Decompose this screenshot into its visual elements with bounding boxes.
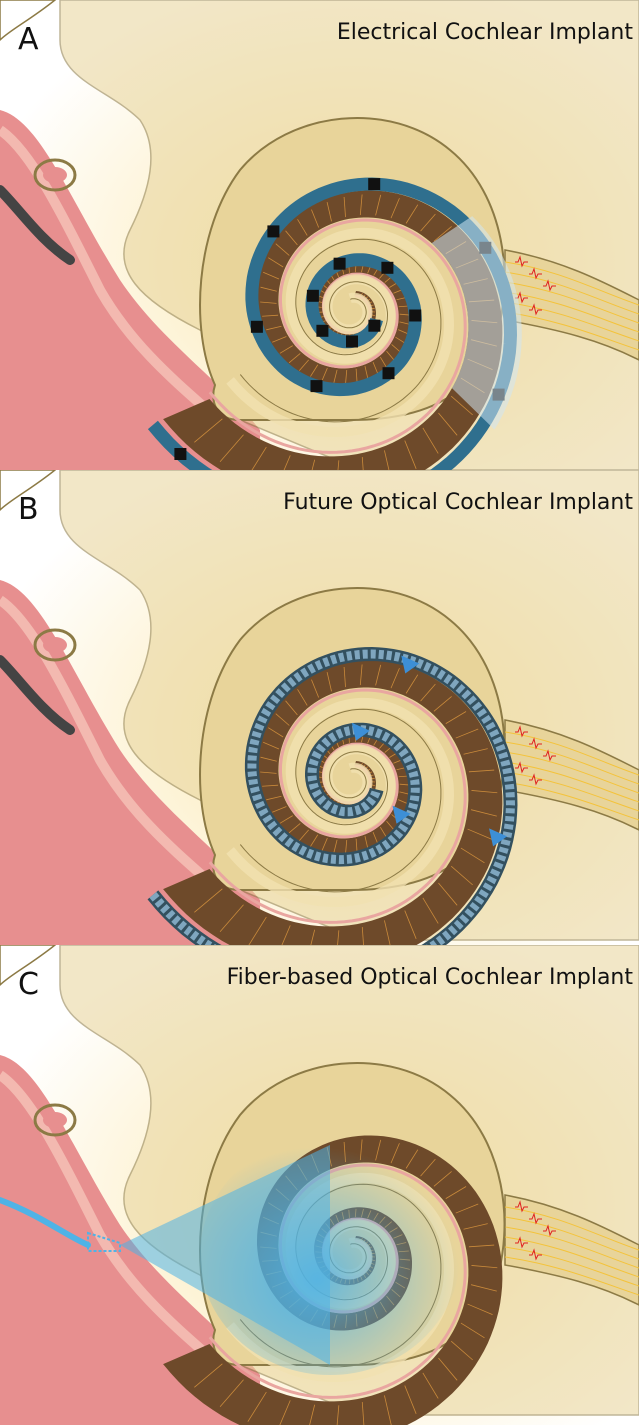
cochlea-illustration-c	[0, 945, 639, 1425]
electrode-contact	[307, 290, 319, 302]
panel-letter: B	[18, 492, 39, 527]
panel-letter: C	[18, 967, 39, 1002]
panel-b: B Future Optical Cochlear Implant	[0, 470, 639, 945]
electrode-contact	[316, 325, 328, 337]
electrode-contact	[381, 262, 393, 274]
ossicle-center	[43, 637, 67, 653]
electrode-contact	[251, 321, 263, 333]
cochlea-illustration-a	[0, 0, 639, 470]
ossicle-center	[43, 1112, 67, 1128]
electrode-contact	[409, 310, 421, 322]
ossicle-center	[43, 167, 67, 183]
cochlea-illustration-b	[0, 470, 639, 945]
electrode-contact	[311, 380, 323, 392]
panel-a: A Electrical Cochlear Implant	[0, 0, 639, 470]
panel-letter: A	[18, 22, 39, 57]
electrode-contact	[368, 178, 380, 190]
panel-title: Fiber-based Optical Cochlear Implant	[227, 965, 633, 990]
panel-title: Electrical Cochlear Implant	[337, 20, 633, 45]
electrode-contact	[346, 336, 358, 348]
panel-title: Future Optical Cochlear Implant	[283, 490, 633, 515]
panel-c: C Fiber-based Optical Cochlear Implant	[0, 945, 639, 1425]
electrode-contact	[174, 448, 186, 460]
electrode-contact	[334, 258, 346, 270]
electrode-contact	[383, 367, 395, 379]
electrode-contact	[267, 225, 279, 237]
electrode-contact	[368, 320, 380, 332]
